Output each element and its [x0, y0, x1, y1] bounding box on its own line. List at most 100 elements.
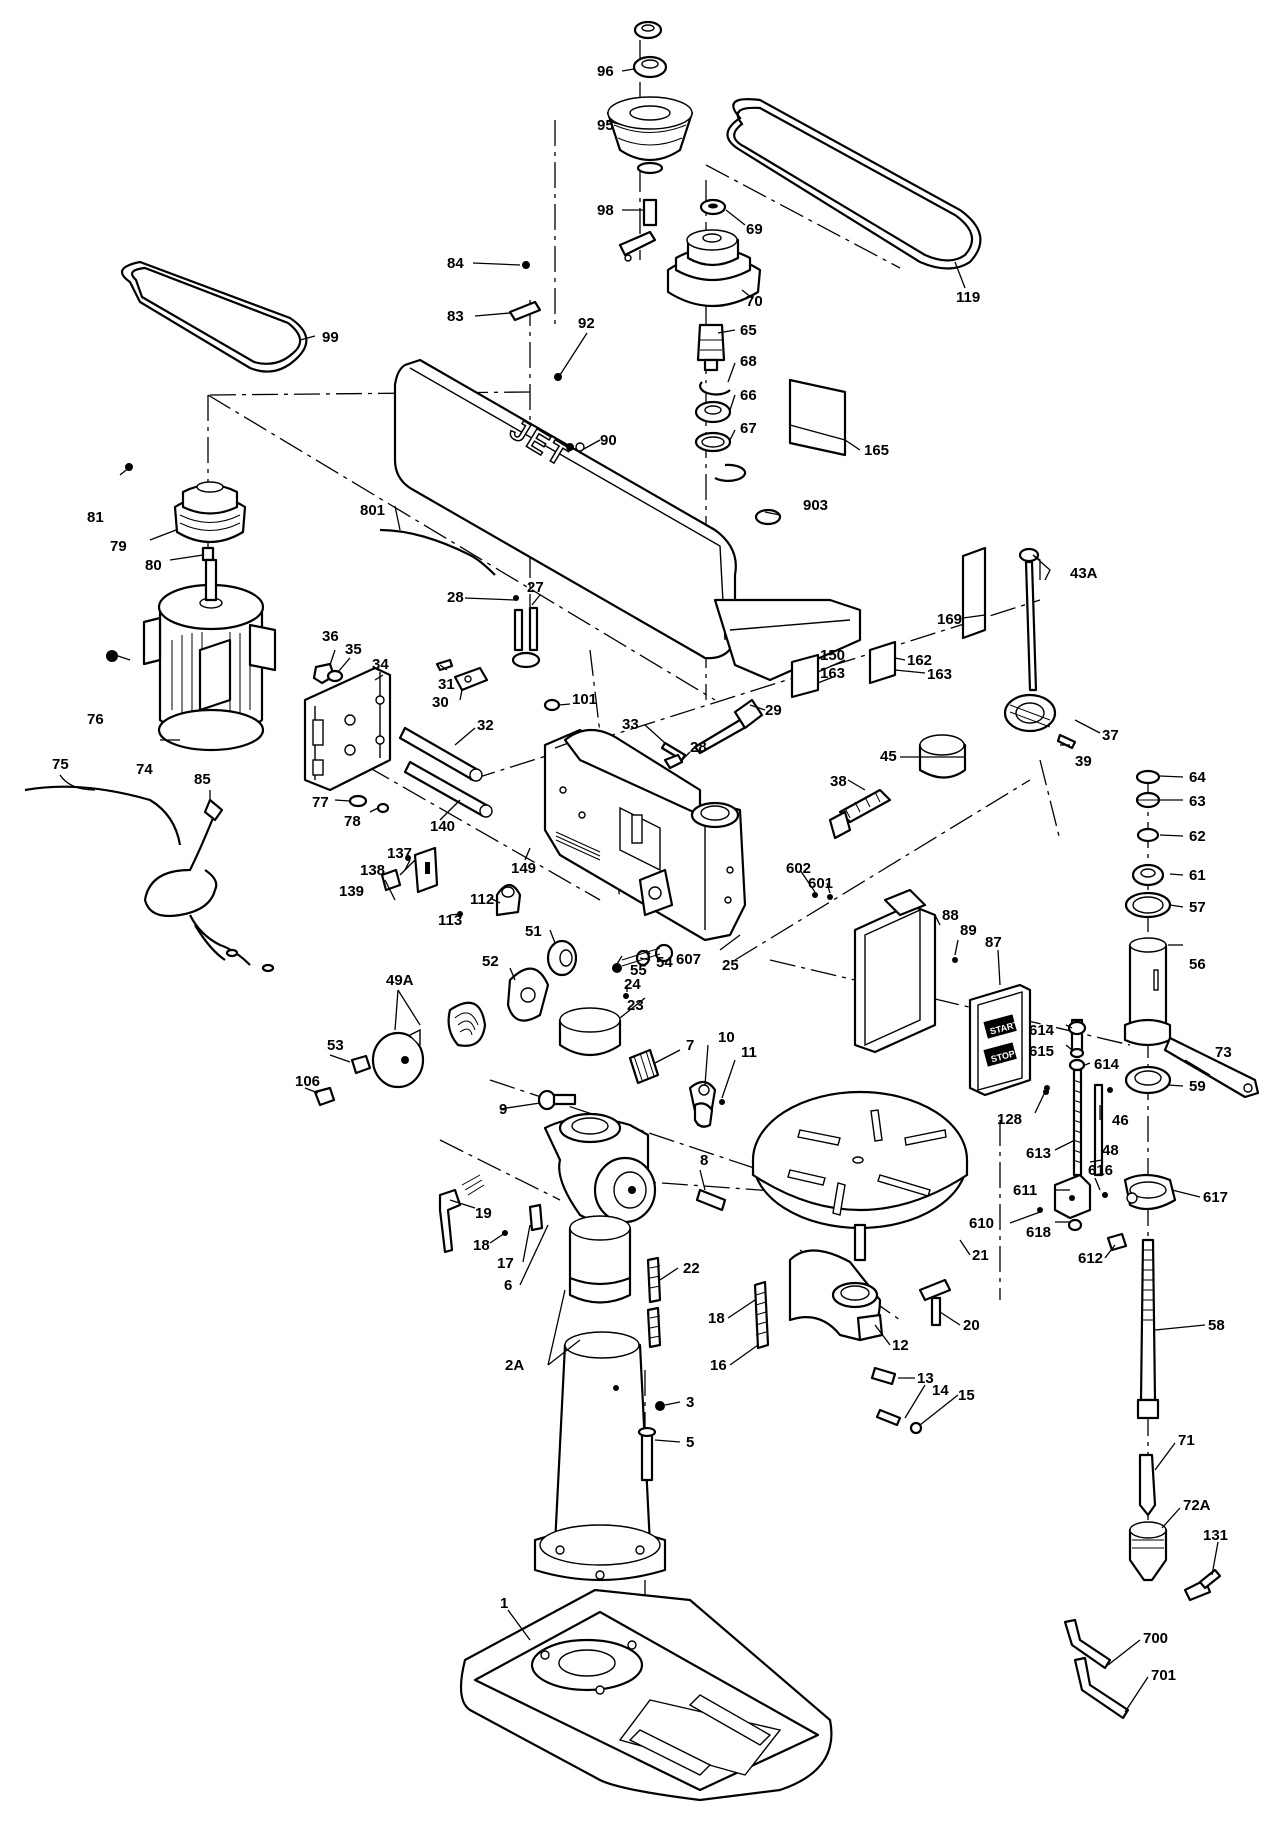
callout-29: 29 [765, 702, 782, 719]
washer-77 [348, 794, 368, 808]
callout-36: 36 [322, 628, 339, 645]
callout-92: 92 [578, 315, 595, 332]
callout-99: 99 [322, 329, 339, 346]
collar-23 [558, 993, 629, 1056]
work-table [751, 1090, 969, 1262]
callout-24: 24 [624, 976, 641, 993]
callout-614b: 614 [1094, 1056, 1120, 1073]
callout-30: 30 [432, 694, 449, 711]
callout-903: 903 [803, 497, 828, 514]
callout-112: 112 [470, 891, 494, 908]
callout-113: 113 [438, 912, 462, 929]
callout-61: 61 [1189, 867, 1206, 884]
callout-39: 39 [1075, 753, 1092, 770]
motor [106, 558, 277, 752]
callout-106: 106 [295, 1073, 320, 1090]
table-bracket-6 [543, 1112, 657, 1227]
callout-13: 13 [917, 1370, 934, 1387]
callout-18a: 18 [473, 1237, 490, 1254]
callout-612: 612 [1078, 1250, 1103, 1267]
callout-96: 96 [597, 63, 614, 80]
callout-98: 98 [597, 202, 614, 219]
callout-131: 131 [1203, 1527, 1228, 1544]
callout-19: 19 [475, 1205, 492, 1222]
callout-616: 616 [1088, 1162, 1113, 1179]
motor-bracket [303, 666, 392, 792]
callout-58: 58 [1208, 1317, 1225, 1334]
callout-801: 801 [360, 502, 385, 519]
spindle-chuck [1128, 1238, 1222, 1602]
callout-77: 77 [312, 794, 329, 811]
rack-22 [646, 1256, 770, 1350]
callout-33: 33 [622, 716, 639, 733]
callout-49a: 49A [386, 972, 414, 989]
callout-8: 8 [700, 1152, 708, 1169]
bracket-112 [457, 883, 522, 917]
feed-handle-43a [1018, 547, 1040, 692]
callout-83: 83 [447, 308, 464, 325]
callout-89: 89 [960, 922, 977, 939]
belts [120, 98, 982, 373]
callout-69: 69 [746, 221, 763, 238]
callout-62: 62 [1189, 828, 1206, 845]
callout-65: 65 [740, 322, 757, 339]
callout-28a: 28 [447, 589, 464, 606]
callout-52: 52 [482, 953, 499, 970]
callout-12: 12 [892, 1337, 909, 1354]
callout-38: 38 [830, 773, 847, 790]
callout-701: 701 [1151, 1667, 1176, 1684]
callout-46: 46 [1112, 1112, 1129, 1129]
fasteners-3-5 [637, 1401, 665, 1482]
callout-43a: 43A [1070, 565, 1098, 582]
lock-handle-19 [438, 1174, 485, 1254]
callout-617: 617 [1203, 1189, 1228, 1206]
callout-78: 78 [344, 813, 361, 830]
callout-64: 64 [1189, 769, 1206, 786]
callout-7: 7 [686, 1037, 694, 1054]
callout-119: 119 [956, 289, 980, 306]
callout-140: 140 [430, 818, 455, 835]
knob-9 [537, 1089, 577, 1111]
callout-611: 611 [1013, 1182, 1037, 1199]
lock-plate-30 [435, 658, 489, 692]
motor-rods [398, 726, 493, 818]
crank-10 [688, 1080, 725, 1128]
callout-101: 101 [572, 691, 597, 708]
callout-163a: 163 [820, 665, 845, 682]
callout-615: 615 [1029, 1043, 1054, 1060]
callout-72a: 72A [1183, 1497, 1211, 1514]
callout-25: 25 [722, 957, 739, 974]
callout-15: 15 [958, 1387, 975, 1404]
callout-73: 73 [1215, 1044, 1232, 1061]
depth-stop-assembly [1037, 1018, 1177, 1252]
callout-1: 1 [500, 1595, 508, 1612]
callout-163b: 163 [927, 666, 952, 683]
head-fasteners [660, 698, 764, 770]
fasteners-83-84-92 [508, 261, 574, 451]
callout-10: 10 [718, 1029, 735, 1046]
bracket-27 [511, 595, 541, 669]
bracket-137 [380, 846, 439, 894]
callout-3: 3 [686, 1394, 694, 1411]
callout-602: 602 [786, 860, 811, 877]
center-pulley-assembly [666, 198, 762, 372]
callout-22: 22 [683, 1260, 700, 1277]
quill-pinion-assembly [828, 693, 1077, 840]
callout-32: 32 [477, 717, 494, 734]
callout-607: 607 [676, 951, 701, 968]
callout-76: 76 [87, 711, 104, 728]
callout-31: 31 [438, 676, 455, 693]
callout-75: 75 [52, 756, 69, 773]
power-cords [24, 528, 496, 973]
callout-90: 90 [600, 432, 617, 449]
spindle-bearings [694, 381, 747, 482]
callout-55: 55 [630, 962, 647, 979]
callout-56: 56 [1189, 956, 1206, 973]
callout-613: 613 [1026, 1145, 1051, 1162]
spring-149 [555, 831, 601, 861]
hex-keys [1063, 1618, 1130, 1720]
feed-shaft-fasteners [546, 939, 674, 977]
callout-79: 79 [110, 538, 127, 555]
fasteners-36-35 [312, 662, 344, 685]
callout-5: 5 [686, 1434, 694, 1451]
